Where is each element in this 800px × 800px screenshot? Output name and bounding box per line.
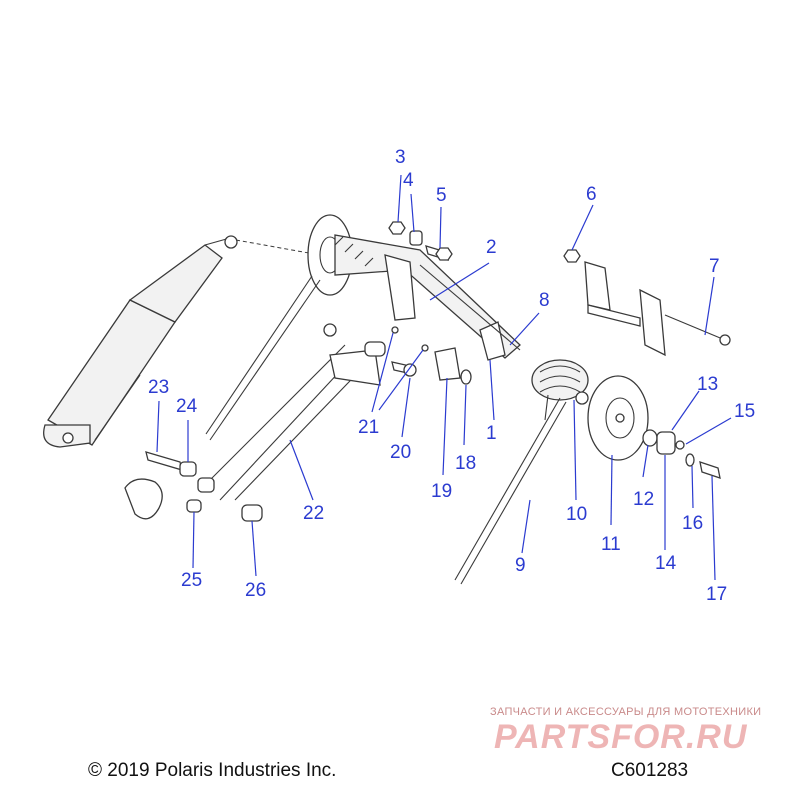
shock-mount-dashed-line: [235, 239, 321, 256]
callout-1: 1: [486, 423, 497, 444]
callout-14: 14: [655, 553, 677, 574]
lower-arm-assembly: [124, 323, 386, 522]
callout-8: 8: [539, 290, 550, 311]
callout-15: 15: [734, 401, 755, 422]
callout-labels: 1 2 3 4 5 6 7 8 9 10 11 12 13 14 15 16 1…: [148, 147, 755, 605]
bracket-assembly: [563, 249, 731, 357]
callout-11: 11: [601, 534, 621, 555]
callout-10: 10: [566, 504, 587, 525]
callout-13: 13: [697, 374, 718, 395]
hardware-3-4-5: [388, 221, 453, 261]
callout-16: 16: [682, 513, 703, 534]
copyright-text: © 2019 Polaris Industries Inc.: [88, 760, 337, 781]
callout-2: 2: [486, 237, 497, 258]
callout-7: 7: [709, 256, 720, 277]
callout-19: 19: [431, 481, 452, 502]
callout-24: 24: [176, 396, 198, 417]
callout-18: 18: [455, 453, 476, 474]
callout-20: 20: [390, 442, 411, 463]
callout-22: 22: [303, 503, 324, 524]
hardware-18-21: [391, 326, 472, 385]
watermark-logo: PARTSFOR.RU: [494, 718, 748, 756]
torsion-spring: [454, 359, 589, 585]
torque-arm-assembly: [205, 214, 521, 441]
diagram-code: C601283: [611, 760, 689, 781]
callout-3: 3: [395, 147, 406, 168]
callout-21: 21: [358, 417, 379, 438]
shock-absorber: [43, 235, 238, 448]
callout-6: 6: [586, 184, 597, 205]
leader-lines: [156, 174, 732, 581]
callout-23: 23: [148, 377, 169, 398]
idler-wheel-assembly: [587, 375, 721, 479]
callout-4: 4: [403, 170, 414, 191]
callout-12: 12: [633, 489, 654, 510]
callout-17: 17: [706, 584, 727, 605]
watermark-tagline: ЗАПЧАСТИ И АКСЕССУАРЫ ДЛЯ МОТОТЕХНИКИ: [490, 706, 762, 718]
callout-26: 26: [245, 580, 266, 601]
callout-5: 5: [436, 185, 447, 206]
callout-9: 9: [515, 555, 526, 576]
callout-25: 25: [181, 570, 202, 591]
